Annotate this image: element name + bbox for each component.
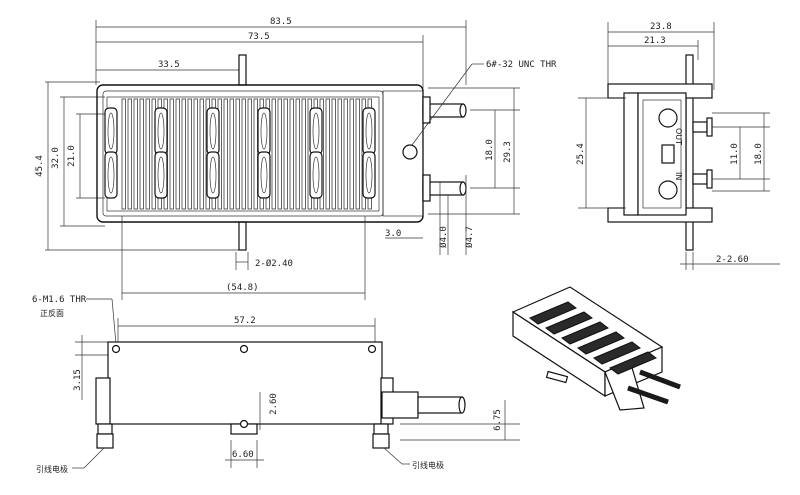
- cell: [104, 107, 118, 155]
- dim-mount-holes: 2-Ø2.40: [255, 258, 293, 269]
- cell: [309, 151, 323, 199]
- fin: [349, 98, 354, 210]
- fin: [139, 98, 144, 210]
- dim-side-height: 25.4: [576, 143, 586, 165]
- cell-inner: [209, 112, 217, 150]
- cell-inner: [157, 156, 165, 194]
- dim-pin-width: 6.60: [232, 450, 254, 460]
- fin: [355, 98, 360, 210]
- dim-edge-height: 3.15: [73, 369, 83, 391]
- fin: [127, 98, 132, 210]
- dim-overall-length: 83.5: [270, 17, 292, 27]
- fin: [331, 98, 336, 210]
- iso-fin: [561, 321, 609, 345]
- dim-pin-dia: 2-2.60: [716, 255, 749, 265]
- fin: [193, 98, 198, 210]
- dim-base-height: 6.75: [493, 409, 503, 431]
- cell-inner: [365, 156, 373, 194]
- fin: [247, 98, 252, 210]
- cell: [104, 151, 118, 199]
- dim-front-pin-height: 2.60: [269, 393, 279, 415]
- cell-inner: [365, 112, 373, 150]
- fin: [343, 98, 348, 210]
- fin: [337, 98, 342, 210]
- iso-fin-array: [529, 301, 657, 375]
- cell: [257, 151, 271, 199]
- callout-m16-thread: 6-M1.6 THR: [32, 295, 87, 305]
- front-view: 6-M1.6 THR 正反面 57.2 3.15 2.60: [32, 295, 520, 474]
- cell-inner: [107, 156, 115, 194]
- label-in: IN: [674, 172, 683, 180]
- iso-fin: [609, 351, 657, 375]
- fin: [121, 98, 126, 210]
- fin: [169, 98, 174, 210]
- label-lead-electrode-left: 引线电极: [36, 464, 68, 474]
- dim-height-overall: 45.4: [35, 155, 45, 177]
- dim-side-port-span: 18.0: [754, 143, 764, 165]
- fin: [295, 98, 300, 210]
- iso-fin: [593, 341, 641, 365]
- dim-port-dia-out: Ø4.7: [464, 226, 475, 248]
- fin: [289, 98, 294, 210]
- isometric-view: [511, 286, 681, 411]
- cell: [154, 151, 168, 199]
- dim-port-gap: 11.0: [730, 143, 740, 165]
- callout-note: 正反面: [40, 308, 64, 318]
- fin: [133, 98, 138, 210]
- cell-inner: [312, 112, 320, 150]
- cell-inner: [260, 156, 268, 194]
- cell: [154, 107, 168, 155]
- dim-port-offset: 18.0: [485, 139, 495, 161]
- fin: [277, 98, 282, 210]
- cell: [206, 107, 220, 155]
- fin: [301, 98, 306, 210]
- dim-body-length: 73.5: [248, 32, 270, 42]
- cell-inner: [107, 112, 115, 150]
- cell: [362, 151, 376, 199]
- dim-height-inner: 32.0: [51, 147, 61, 169]
- fin: [283, 98, 288, 210]
- cell-inner: [209, 156, 217, 194]
- cell: [206, 151, 220, 199]
- cell-inner: [312, 156, 320, 194]
- dim-edge-gap: 3.0: [385, 229, 401, 239]
- dim-port-dia-in: Ø4.0: [438, 226, 449, 248]
- label-out: OUT: [674, 128, 683, 145]
- cell: [362, 107, 376, 155]
- fin: [325, 98, 330, 210]
- cell: [309, 107, 323, 155]
- fin: [253, 98, 258, 210]
- fin: [229, 98, 234, 210]
- dim-hole-span: (54.8): [226, 283, 259, 293]
- callout-unc-thread: 6#-32 UNC THR: [486, 60, 557, 70]
- dim-height-core: 21.0: [67, 145, 77, 167]
- dim-half-length: 33.5: [158, 60, 180, 70]
- fin: [175, 98, 180, 210]
- dim-front-length: 57.2: [234, 316, 256, 326]
- cell-array: [104, 107, 376, 199]
- dim-width-overall: 23.8: [650, 22, 672, 32]
- iso-fin: [577, 331, 625, 355]
- dim-width-inner: 21.3: [644, 36, 666, 46]
- iso-fin: [545, 311, 593, 335]
- fin: [181, 98, 186, 210]
- fin: [223, 98, 228, 210]
- label-lead-electrode-right: 引线电极: [412, 460, 444, 470]
- fin: [187, 98, 192, 210]
- side-view: 23.8 21.3 OUT IN 25.4 11.0 18: [576, 22, 780, 270]
- fin: [241, 98, 246, 210]
- cell-inner: [260, 112, 268, 150]
- dim-port-span: 29.3: [503, 141, 513, 163]
- cell: [257, 107, 271, 155]
- iso-fin: [529, 301, 577, 325]
- fin: [145, 98, 150, 210]
- fin: [199, 98, 204, 210]
- top-view: 83.5 73.5 33.5 45.4 32.0 21.0: [35, 17, 557, 300]
- cell-inner: [157, 112, 165, 150]
- fin: [271, 98, 276, 210]
- fin: [235, 98, 240, 210]
